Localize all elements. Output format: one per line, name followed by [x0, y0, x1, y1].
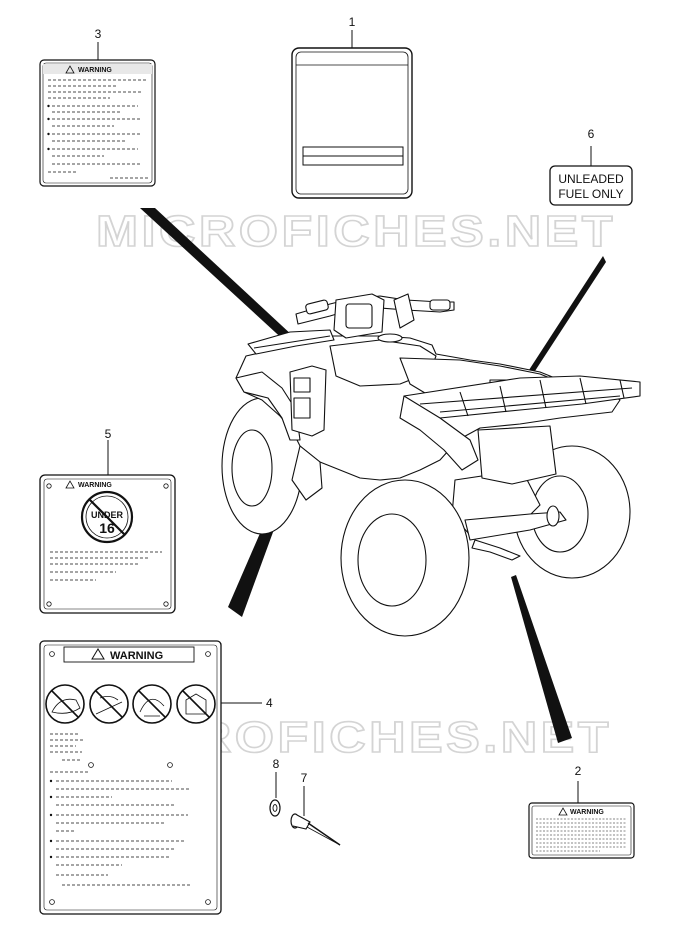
label-3-title: WARNING: [78, 67, 112, 74]
callout-2: 2: [575, 764, 582, 778]
callout-5: 5: [105, 427, 112, 441]
label-2[interactable]: WARNING: [528, 802, 635, 859]
pointer-label-2: [511, 575, 572, 743]
label-5-title: WARNING: [78, 482, 112, 489]
badge-age-number: 16: [99, 520, 115, 536]
pictogram-no-alcohol-icon: [176, 684, 216, 724]
warning-triangle-icon: [65, 480, 75, 489]
washer-part-8[interactable]: [269, 799, 281, 817]
rear-left-wheel: [340, 479, 470, 637]
watermark-top: MICROFICHES.NET: [96, 207, 616, 256]
label-4-bullets: [49, 779, 53, 859]
pictogram-no-paved-road-icon: [89, 684, 129, 724]
front-left-wheel: [221, 397, 303, 535]
callout-1: 1: [349, 15, 356, 29]
label-3-text-lines: [48, 79, 148, 179]
callout-7: 7: [301, 771, 308, 785]
under-age-badge-icon: UNDER 16: [80, 490, 134, 544]
atv-illustration: [221, 293, 641, 637]
rivet-part-7[interactable]: [290, 813, 341, 846]
label-4-text-lines: [50, 733, 192, 886]
callout-3: 3: [95, 27, 102, 41]
callout-6: 6: [588, 127, 595, 141]
label-3[interactable]: WARNING: [39, 59, 156, 187]
warning-triangle-icon: [91, 648, 105, 660]
pointer-label-3: [140, 208, 308, 355]
warning-triangle-icon: [65, 65, 75, 74]
callout-4: 4: [266, 696, 273, 710]
label-6-line1: UNLEADED: [558, 172, 624, 186]
label-5-rivet-holes: [46, 483, 169, 607]
label-4[interactable]: WARNING: [39, 640, 222, 915]
label-6[interactable]: UNLEADED FUEL ONLY: [549, 165, 633, 206]
callout-8: 8: [273, 757, 280, 771]
label-2-title: WARNING: [570, 809, 604, 816]
badge-under-text: UNDER: [91, 510, 124, 520]
label-3-bullets: [47, 104, 50, 151]
warning-triangle-icon: [558, 807, 568, 816]
label-5[interactable]: WARNING UNDER 16: [39, 474, 176, 614]
label-1[interactable]: [291, 47, 413, 199]
pictogram-no-passenger-icon: [45, 684, 85, 724]
pictogram-no-stunt-icon: [132, 684, 172, 724]
label-4-title: WARNING: [110, 650, 163, 662]
label-2-text-lines: [536, 818, 627, 852]
pointer-label-6: [516, 256, 606, 394]
label-5-text-lines: [50, 551, 162, 581]
label-4-rivet-holes: [49, 651, 211, 905]
label-6-line2: FUEL ONLY: [558, 187, 623, 201]
